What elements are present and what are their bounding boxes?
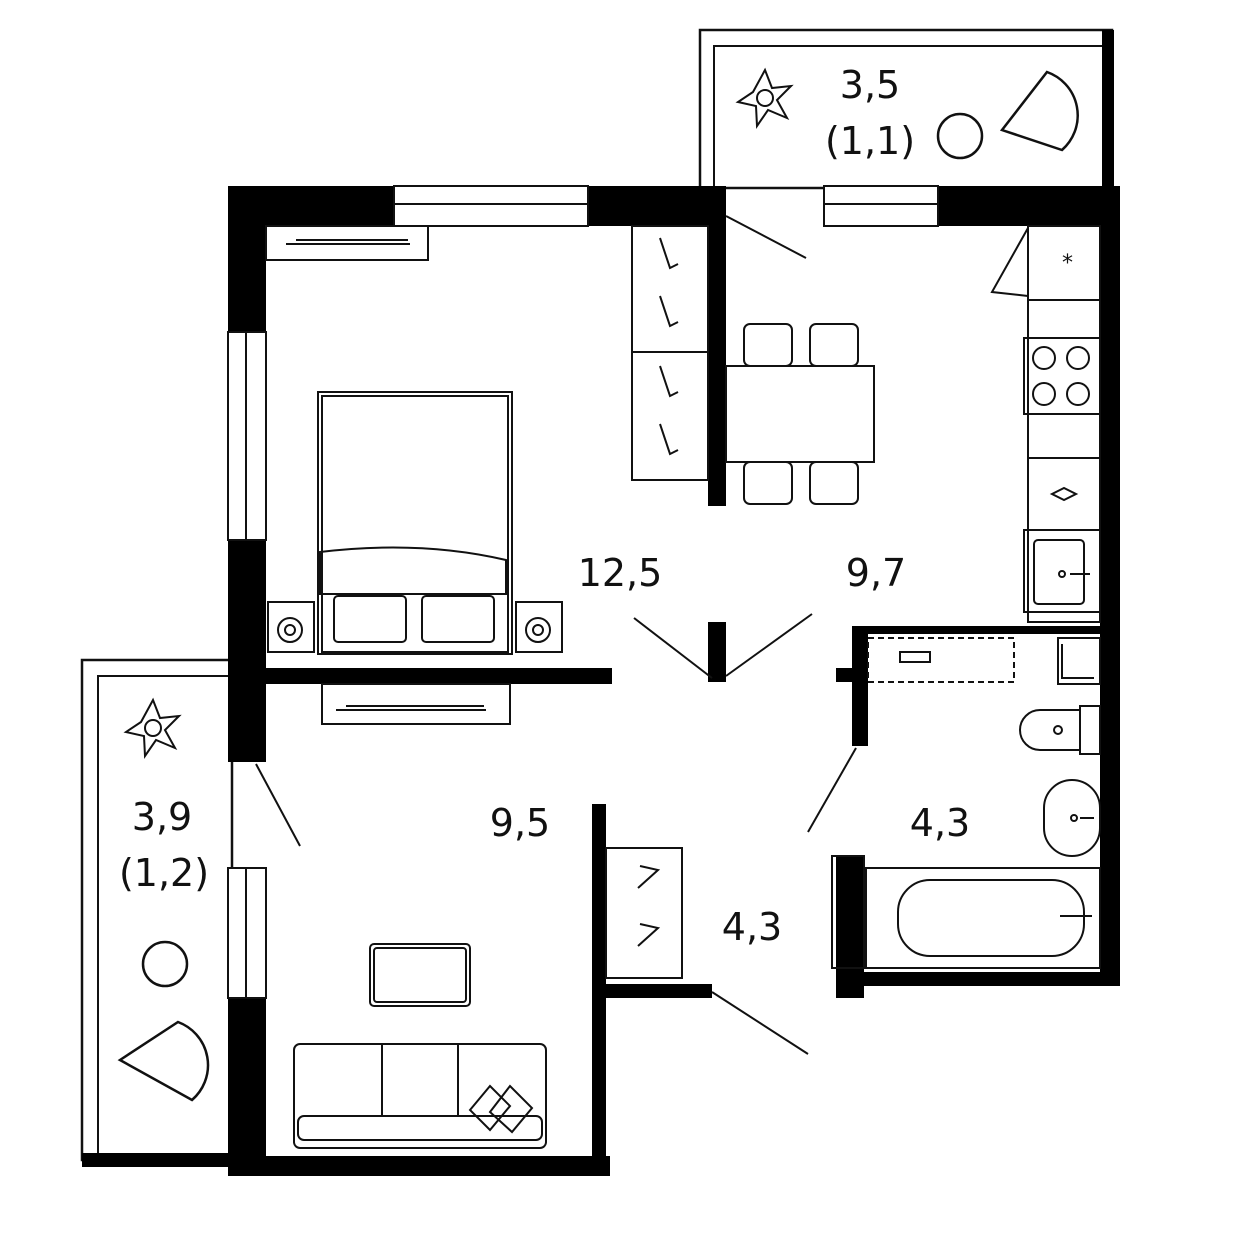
toilet-icon — [1019, 709, 1081, 751]
armchair-icon — [117, 1020, 210, 1102]
air-conditioner-icon — [321, 683, 511, 725]
nightstand-icon — [267, 601, 315, 653]
balcony-left-coefficient: (1,2) — [119, 851, 209, 895]
balcony-top — [698, 28, 1114, 190]
bedroom-area: 12,5 — [578, 551, 663, 595]
chair-icon — [743, 323, 793, 367]
stove-icon — [1023, 337, 1101, 415]
chair-icon — [809, 323, 859, 367]
dining-table-icon — [725, 365, 875, 463]
hood-icon — [1049, 486, 1079, 502]
living-furniture — [255, 683, 809, 1149]
bedroom-furniture — [265, 225, 813, 679]
kitchen-counter — [1027, 225, 1101, 623]
balcony-left — [80, 658, 234, 1167]
air-conditioner-icon — [265, 225, 429, 261]
armchair-icon — [999, 70, 1079, 152]
svg-text:*: * — [1062, 251, 1073, 276]
round-table-icon — [141, 940, 189, 988]
nightstand-icon — [515, 601, 563, 653]
windows — [227, 185, 939, 999]
living-area: 9,5 — [490, 801, 550, 845]
bathtub-icon — [865, 867, 1101, 969]
hall-area: 4,3 — [722, 905, 782, 949]
balcony-top-area: 3,5 — [840, 63, 900, 107]
walls — [228, 186, 1120, 1176]
sofa-icon — [293, 1043, 547, 1149]
sink-icon — [1023, 529, 1101, 613]
bathroom-furniture — [807, 637, 1101, 969]
plant-icon — [123, 697, 182, 760]
hall-wardrobe-icon — [605, 847, 683, 979]
coffee-table-icon — [369, 943, 471, 1007]
chair-icon — [809, 461, 859, 505]
bed-icon — [317, 391, 513, 655]
balcony-left-area: 3,9 — [132, 795, 192, 839]
kitchen-area: 9,7 — [846, 551, 906, 595]
bathroom-area: 4,3 — [910, 801, 970, 845]
round-table-icon — [936, 112, 984, 160]
balcony-top-coefficient: (1,1) — [825, 119, 915, 163]
area-labels: 3,5 (1,1) 12,5 9,7 9,5 4,3 4,3 3,9 (1,2) — [119, 63, 970, 949]
washbasin-icon — [1043, 779, 1101, 857]
chair-icon — [743, 461, 793, 505]
washing-machine-icon — [1057, 637, 1101, 685]
kitchen-furniture: * — [725, 215, 1101, 623]
plant-icon — [735, 67, 794, 130]
